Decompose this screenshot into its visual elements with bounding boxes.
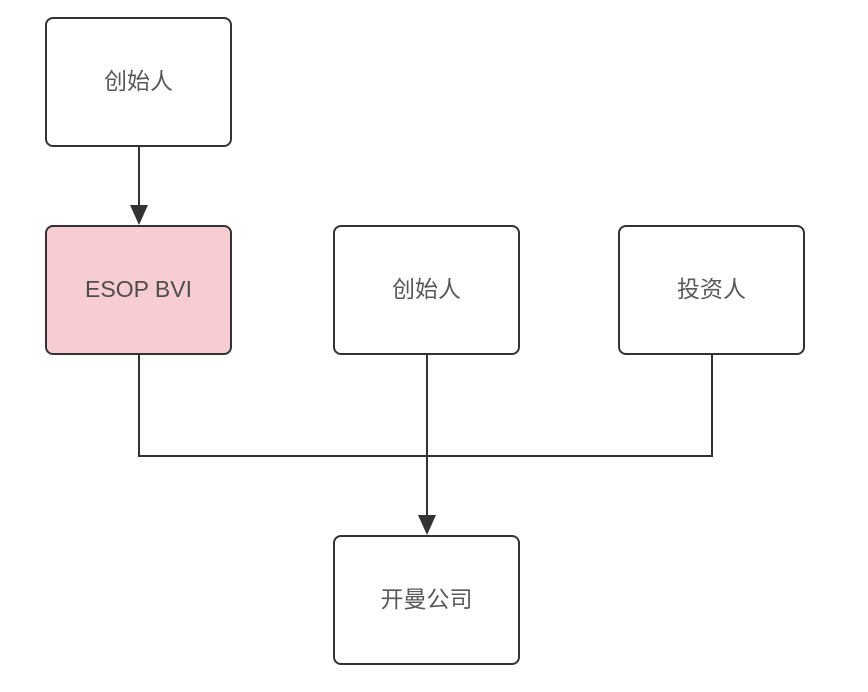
node-esop-bvi[interactable]: ESOP BVI [45, 225, 232, 355]
node-investor-label: 投资人 [677, 276, 746, 303]
edge-founder-to-esop [137, 147, 140, 206]
node-cayman-company[interactable]: 开曼公司 [333, 535, 520, 665]
node-founder-middle-label: 创始人 [392, 276, 461, 303]
edge-esop-to-bus [137, 355, 140, 457]
arrowhead-down-icon [417, 515, 436, 535]
edge-investor-to-bus [710, 355, 713, 457]
edge-founder-mid-to-cayman [425, 355, 428, 516]
edge-bus-line [137, 455, 713, 457]
node-esop-bvi-label: ESOP BVI [85, 276, 192, 303]
node-founder-top-label: 创始人 [104, 68, 173, 95]
node-investor[interactable]: 投资人 [618, 225, 805, 355]
node-cayman-company-label: 开曼公司 [380, 586, 473, 613]
node-founder-middle[interactable]: 创始人 [333, 225, 520, 355]
node-founder-top[interactable]: 创始人 [45, 17, 232, 147]
arrowhead-down-icon [129, 205, 148, 225]
